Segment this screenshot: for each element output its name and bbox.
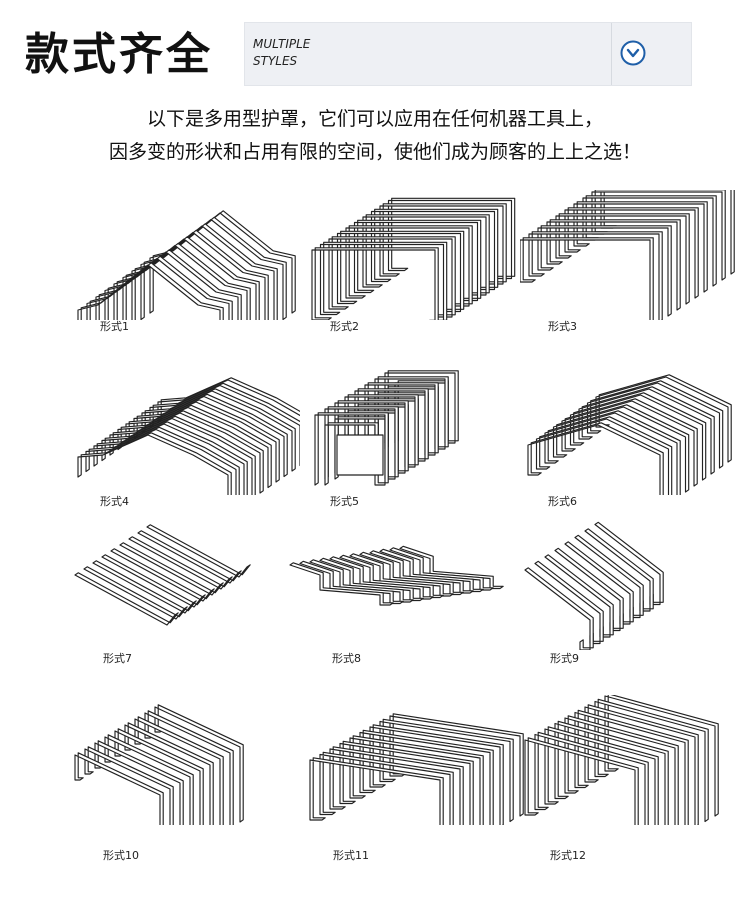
bellows-pleat — [578, 386, 715, 475]
style-label: 形式11 — [333, 849, 369, 862]
style-card: 形式12 — [520, 695, 750, 862]
bellows-pleat — [141, 388, 296, 472]
page-title: 款式齐全 — [25, 29, 213, 80]
style-label: 形式1 — [100, 320, 129, 333]
bellows-pleat — [74, 572, 179, 626]
bellows-pleat — [92, 560, 197, 614]
bellows-illustration — [520, 190, 735, 320]
banner-line-1: MULTIPLE — [253, 37, 311, 51]
bellows-illustration — [524, 695, 719, 825]
bellows-pleat — [329, 746, 464, 825]
banner-divider — [611, 23, 612, 85]
bellows-illustration — [74, 524, 251, 626]
bellows-pleat — [109, 410, 264, 494]
bellows-pleat — [125, 399, 280, 483]
bellows-illustration — [77, 210, 296, 320]
style-card: 形式2 — [300, 190, 530, 350]
style-label: 形式10 — [103, 849, 139, 862]
bellows-illustration — [527, 374, 732, 495]
bellows-pleat — [537, 225, 672, 317]
bellows-pleat — [93, 421, 248, 495]
bellows-pleat — [546, 219, 681, 311]
styles-banner: MULTIPLE STYLES — [244, 22, 692, 86]
style-card: 形式9 — [520, 520, 750, 680]
style-card: 形式3 — [520, 190, 750, 350]
bellows-pleat — [110, 548, 215, 602]
style-label: 形式9 — [550, 652, 579, 665]
bellows-pleat — [564, 715, 679, 825]
style-card: 形式11 — [300, 695, 530, 862]
style-label: 形式3 — [548, 320, 577, 333]
bellows-frame — [336, 434, 384, 476]
bellows-illustration — [77, 377, 300, 495]
bellows-pleat — [133, 393, 288, 478]
bellows-pleat — [561, 398, 698, 487]
bellows-illustration — [311, 197, 516, 320]
bellows-pleat — [101, 554, 206, 608]
style-label: 形式6 — [548, 495, 577, 508]
banner-text: MULTIPLE STYLES — [253, 36, 310, 70]
bellows-pleat — [527, 422, 664, 495]
bellows-pleat — [528, 231, 663, 320]
style-label: 形式8 — [332, 652, 361, 665]
bellows-pleat — [319, 241, 448, 320]
bellows-pleat — [573, 201, 708, 293]
bellows-pleat — [544, 726, 659, 825]
bellows-pleat — [146, 524, 251, 578]
style-label: 形式5 — [330, 495, 359, 508]
bellows-pleat — [117, 404, 272, 489]
style-card: 形式5 — [300, 365, 530, 525]
bellows-illustration — [524, 521, 664, 650]
bellows-pleat — [309, 757, 444, 825]
bellows-pleat — [83, 566, 188, 620]
bellows-pleat — [157, 377, 300, 423]
intro-line-1: 以下是多用型护罩，它们可以应用在任何机器工具上， — [146, 108, 603, 130]
style-label: 形式4 — [100, 495, 129, 508]
bellows-pleat — [544, 410, 681, 495]
style-card: 形式10 — [70, 695, 300, 862]
style-label: 形式12 — [550, 849, 586, 862]
style-card: 形式6 — [520, 365, 750, 525]
banner-line-2: STYLES — [253, 54, 298, 68]
bellows-pleat — [324, 406, 399, 480]
style-card: 形式4 — [70, 365, 300, 525]
bellows-pleat — [586, 380, 724, 469]
style-card: 形式8 — [280, 520, 510, 680]
bellows-pleat — [520, 237, 654, 320]
bellows-pleat — [555, 213, 690, 305]
bellows-pleat — [85, 426, 240, 495]
bellows-pleat — [77, 262, 224, 320]
bellows-pleat — [119, 542, 224, 596]
bellows-pleat — [552, 404, 690, 493]
chevron-down-circle-icon[interactable] — [620, 40, 646, 66]
bellows-illustration — [314, 370, 459, 486]
bellows-pleat — [311, 247, 439, 320]
style-label: 形式2 — [330, 320, 359, 333]
style-card: 形式1 — [70, 190, 300, 350]
bellows-pleat — [524, 567, 594, 650]
bellows-illustration — [289, 545, 504, 606]
bellows-pleat — [137, 530, 242, 584]
bellows-illustration — [74, 704, 244, 825]
bellows-pleat — [289, 562, 394, 606]
bellows-pleat — [564, 207, 699, 299]
bellows-pleat — [535, 416, 673, 495]
bellows-pleat — [128, 536, 233, 590]
bellows-pleat — [101, 415, 256, 495]
intro-text: 以下是多用型护罩，它们可以应用在任何机器工具上， 因多变的形状和占用有限的空间，… — [0, 103, 750, 169]
bellows-pleat — [74, 752, 164, 825]
bellows-pleat — [77, 432, 232, 495]
bellows-pleat — [319, 751, 454, 825]
bellows-pleat — [534, 731, 649, 825]
bellows-illustration — [309, 713, 524, 825]
style-card: 形式7 — [70, 520, 300, 680]
bellows-pleat — [149, 382, 300, 467]
header: 款式齐全 MULTIPLE STYLES — [0, 0, 750, 100]
bellows-pleat — [524, 737, 639, 825]
style-label: 形式7 — [103, 652, 132, 665]
bellows-pleat — [569, 392, 707, 481]
intro-line-2: 因多变的形状和占用有限的空间，使他们成为顾客的上上之选！ — [108, 141, 641, 163]
bellows-pleat — [314, 412, 389, 486]
